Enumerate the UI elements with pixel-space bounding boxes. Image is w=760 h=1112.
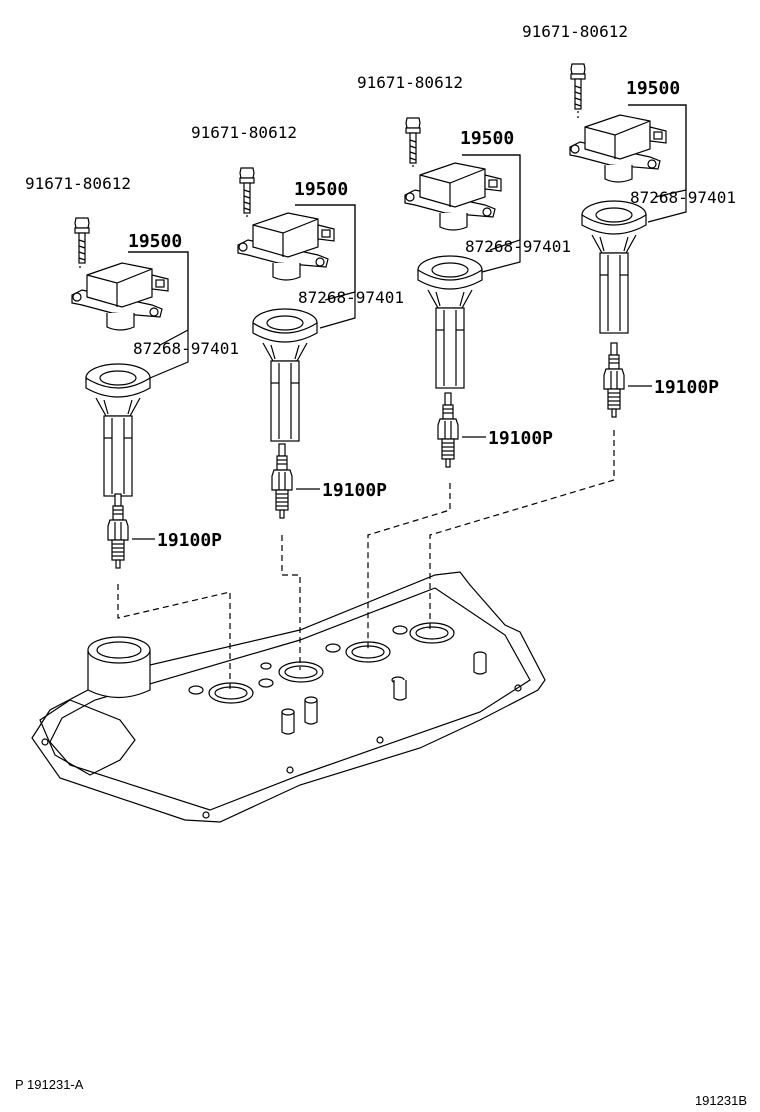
coil-label-3: 19500: [460, 128, 514, 149]
bolt-label-1: 91671-80612: [25, 174, 131, 193]
leader-lines-1: [128, 251, 189, 540]
plug-label-3: 19100P: [488, 428, 553, 449]
coil-label-2: 19500: [294, 179, 348, 200]
boot-label-1: 87268-97401: [133, 339, 239, 358]
footer-left-code: P 191231-A: [15, 1077, 84, 1092]
spark-plug-1: [107, 493, 129, 569]
spark-plug-4: [603, 342, 625, 418]
spark-plug-2: [271, 443, 293, 519]
coil-label-1: 19500: [128, 231, 182, 252]
ignition-coil-3: [404, 162, 502, 231]
cover-bosses: [188, 625, 487, 735]
bolt-1: [74, 217, 90, 264]
plug-well-4: [409, 622, 455, 644]
boot-label-3: 87268-97401: [465, 237, 571, 256]
part-group-3: 91671-80612 19500 87268-97401 19100P: [357, 73, 571, 468]
boot-label-2: 87268-97401: [298, 288, 404, 307]
part-group-2: 91671-80612 19500 87268-97401 19100P: [191, 123, 404, 519]
bolt-label-3: 91671-80612: [357, 73, 463, 92]
guide-lines: [79, 86, 615, 690]
plug-label-1: 19100P: [157, 530, 222, 551]
coil-boot-2: [252, 308, 318, 442]
plug-label-4: 19100P: [654, 377, 719, 398]
part-group-1: 91671-80612 19500 87268-97401 19100P: [25, 174, 239, 569]
oil-filler-neck: [87, 636, 151, 699]
leader-lines-3: [462, 154, 521, 438]
bolt-3: [405, 117, 421, 164]
bolt-label-2: 91671-80612: [191, 123, 297, 142]
plug-well-2: [278, 661, 324, 683]
bolt-label-4: 91671-80612: [522, 22, 628, 41]
plug-label-2: 19100P: [322, 480, 387, 501]
plug-well-1: [208, 682, 254, 704]
footer-right-code: 191231B: [695, 1093, 747, 1108]
ignition-coil-2: [237, 212, 335, 281]
plug-well-3: [345, 641, 391, 663]
coil-boot-3: [417, 255, 483, 389]
bolt-4: [570, 63, 586, 110]
coil-boot-4: [581, 200, 647, 334]
boot-label-4: 87268-97401: [630, 188, 736, 207]
leader-lines-4: [628, 104, 687, 387]
ignition-coil-4: [569, 114, 667, 183]
coil-boot-1: [85, 363, 151, 497]
bolt-2: [239, 167, 255, 214]
part-group-4: 91671-80612 19500 87268-97401 19100P: [522, 22, 736, 418]
spark-plug-3: [437, 392, 459, 468]
cylinder-head-cover: [31, 571, 546, 823]
coil-label-4: 19500: [626, 78, 680, 99]
leader-lines-2: [295, 204, 356, 490]
ignition-coil-1: [71, 262, 169, 331]
